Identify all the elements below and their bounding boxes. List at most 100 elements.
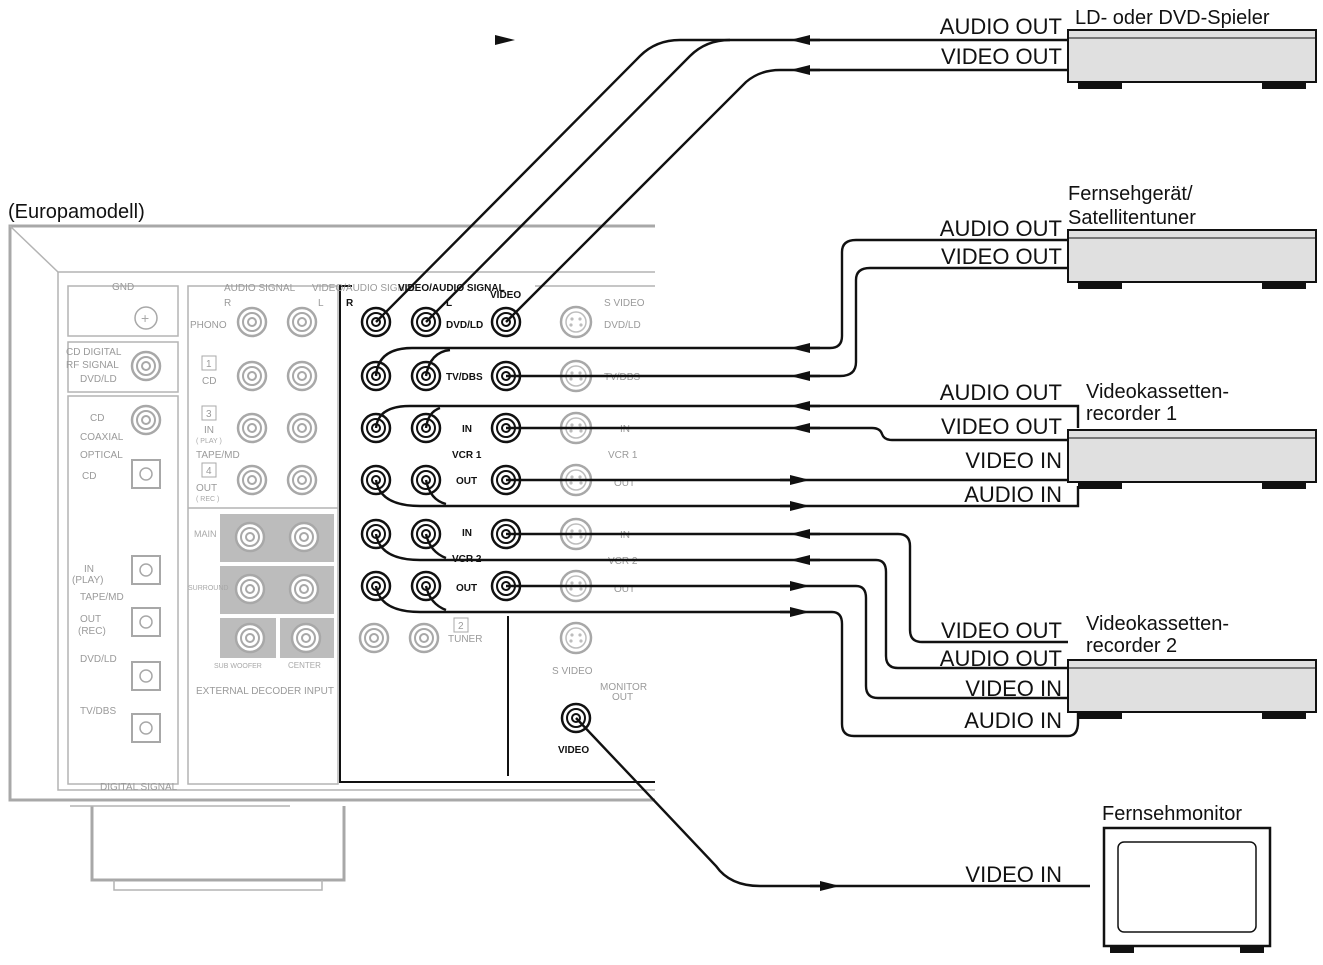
tuner-l-jack (408, 622, 440, 654)
vcr1-audio-in-cable (374, 479, 1080, 508)
tv-video-cable (506, 266, 1068, 378)
gnd-terminal-icon (134, 306, 158, 330)
region-label: (Europamodell) (8, 201, 145, 223)
vcr1-audio-out-cable (374, 404, 1080, 429)
vcr1-video-in-label: VIDEO IN (965, 448, 1062, 473)
r-black-label: R (346, 298, 354, 309)
device-monitor (1102, 826, 1272, 953)
coaxial-label: COAXIAL (80, 432, 124, 443)
row-dvd-ld-label: DVD/LD (446, 320, 483, 331)
optical-label: OPTICAL (80, 450, 123, 461)
opt-tv-dbs-label: TV/DBS (80, 706, 116, 717)
vcr2-audio-in-cable (374, 585, 1080, 738)
monitor-video-cable (575, 717, 1090, 888)
vcr2-video-out-label: VIDEO OUT (941, 618, 1062, 643)
vcr2-in-label: IN (462, 528, 472, 539)
video-audio-labels: VIDEO/AUDIO SIGNAL R L VIDEO DVD/LD TV/D… (346, 283, 589, 756)
center-jack (290, 622, 322, 654)
monitor-video-in-label: VIDEO IN (965, 862, 1062, 887)
optical-tv-dbs-port (131, 713, 161, 743)
vcr2-out-label: OUT (456, 583, 477, 594)
dvd-ld-rf-label: DVD/LD (80, 374, 117, 385)
vcr2-audio-in-l-cable (424, 585, 447, 612)
vcr1-video-out-label: VIDEO OUT (941, 414, 1062, 439)
tuner-r-jack (358, 622, 390, 654)
ld-dvd-audio-out-label: AUDIO OUT (940, 14, 1062, 39)
vcr2-video-out-cable (506, 532, 1068, 644)
opt-play-label: (PLAY) (72, 575, 104, 586)
opt-rec-label: (REC) (78, 626, 106, 637)
sv-bottom-label: S VIDEO (552, 666, 593, 677)
main-label: MAIN (194, 529, 217, 539)
vcr2-video-in-label: VIDEO IN (965, 676, 1062, 701)
sv-in2-label: IN (620, 530, 630, 541)
gnd-label: GND (112, 282, 134, 293)
sv-out2-label: OUT (614, 584, 635, 595)
panel-labels: GND + AUDIO SIGNAL VIDEO/AUDIO SIGNAL R … (66, 282, 647, 793)
center-label: CENTER (288, 661, 321, 670)
l-black-label: L (446, 298, 452, 309)
sv-vcr2-label: VCR 2 (608, 556, 638, 567)
vcr2-audio-out-cable (374, 533, 1068, 670)
cd-l-jack (286, 360, 318, 392)
tape-in-label: IN (204, 425, 214, 436)
tape-md-label: TAPE/MD (196, 450, 240, 461)
l-label: L (318, 298, 324, 309)
s-video-col-label: S VIDEO (604, 298, 645, 309)
optical-cd-port (131, 459, 161, 489)
vcr1-audio-in-l-cable (424, 479, 447, 506)
num4-label: 4 (206, 466, 212, 477)
monitor-out-label: MONITOR (600, 682, 647, 693)
ld-dvd-name: LD- oder DVD-Spieler (1075, 7, 1270, 29)
ext-decoder-label: EXTERNAL DECODER INPUT (196, 686, 334, 697)
opt-dvd-ld-label: DVD/LD (80, 654, 117, 665)
tape-out-l-jack (286, 464, 318, 496)
cd-r-jack (236, 360, 268, 392)
tuner-label: TUNER (448, 634, 482, 645)
vcr1-name-line2: recorder 1 (1086, 403, 1177, 425)
vcr2-audio-out-l-cable (424, 533, 447, 560)
video-col-label: VIDEO (490, 290, 521, 301)
rf-signal-jack (130, 350, 162, 382)
monitor-name: Fernsehmonitor (1102, 803, 1242, 825)
vcr1-video-out-cable (506, 426, 1068, 442)
audio-signal-header: AUDIO SIGNAL (224, 283, 296, 294)
sv-out1-label: OUT (614, 478, 635, 489)
coaxial-cd-label: CD (90, 413, 104, 424)
digital-signal-label: DIGITAL SIGNAL (100, 782, 178, 793)
phono-l-jack (286, 306, 318, 338)
r-label: R (224, 298, 231, 309)
sv-tv-dbs-label: TV/DBS (604, 372, 640, 383)
surround-label: SURROUND (188, 585, 228, 592)
device-tv-sat (1067, 229, 1317, 289)
ld-dvd-audio-l-cable (425, 38, 731, 323)
vcr1-audio-out-label: AUDIO OUT (940, 380, 1062, 405)
num1-label: 1 (206, 359, 212, 370)
plus-icon: + (141, 310, 149, 326)
ld-dvd-video-cable (505, 68, 1068, 323)
ld-dvd-audio-r-cable (375, 38, 1068, 323)
vcr1-name-line1: Videokassetten- (1086, 381, 1229, 403)
device-vcr1 (1067, 429, 1317, 489)
tape-in-l-jack (286, 412, 318, 444)
sub-woofer-label: SUB WOOFER (214, 663, 262, 670)
sv-dvd-ld-label: DVD/LD (604, 320, 641, 331)
num2-label: 2 (458, 621, 464, 632)
sv-vcr1-label: VCR 1 (608, 450, 638, 461)
input-1-badge (201, 355, 217, 371)
monitor-video-label: VIDEO (558, 745, 589, 756)
s-video-monitor-jack (559, 621, 593, 655)
vcr1-audio-out-l-cable (424, 406, 441, 429)
vcr1-in-label: IN (462, 424, 472, 435)
tv-sat-name-line2: Satellitentuner (1068, 207, 1196, 229)
tv-sat-video-out-label: VIDEO OUT (941, 244, 1062, 269)
sv-in1-label: IN (620, 424, 630, 435)
vcr1-label: VCR 1 (452, 450, 482, 461)
surround-r-jack (234, 573, 266, 605)
device-ld-dvd (1067, 29, 1317, 89)
tape-out-label: OUT (196, 483, 217, 494)
vcr1-out-label: OUT (456, 476, 477, 487)
coaxial-jack (130, 404, 162, 436)
cables (374, 35, 1090, 891)
